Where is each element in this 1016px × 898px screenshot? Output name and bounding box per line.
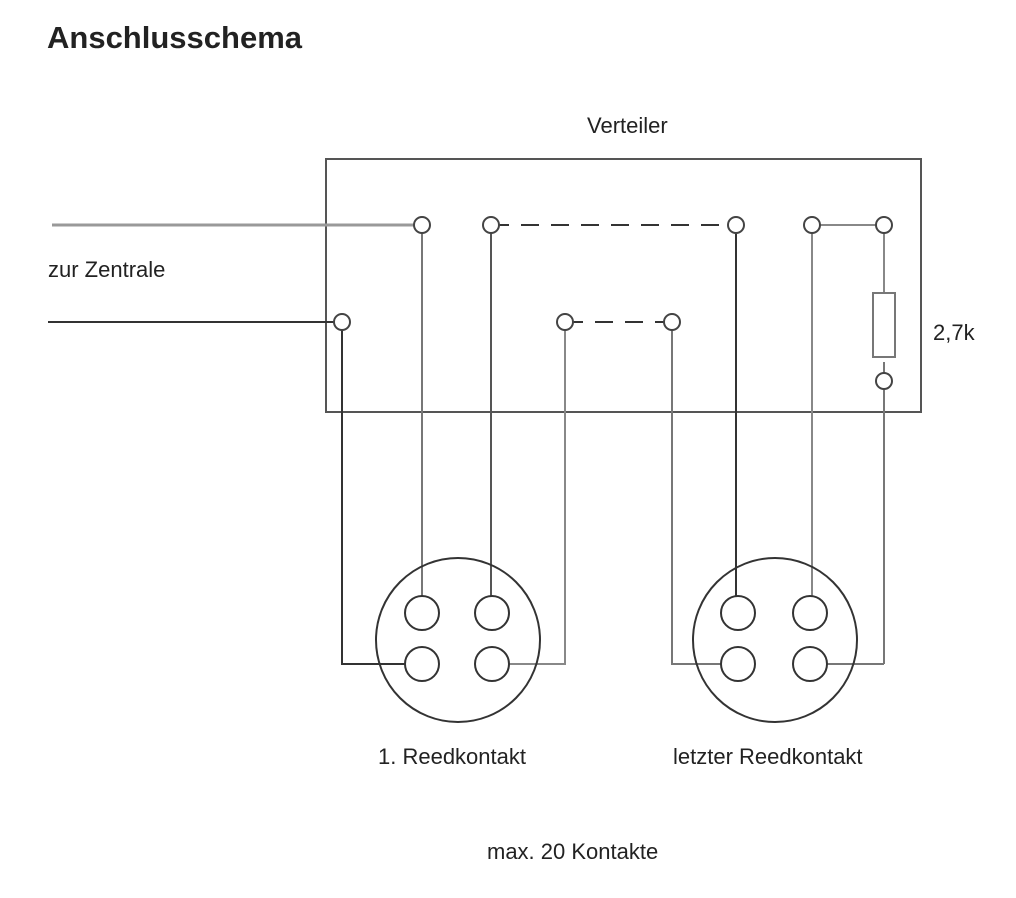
terminal: [803, 216, 821, 234]
to-central-label: zur Zentrale: [48, 257, 166, 282]
distributor-box: [325, 158, 922, 413]
connector-pin: [474, 595, 510, 631]
connector-pin: [720, 646, 756, 682]
connector-pin: [720, 595, 756, 631]
connector-pin: [792, 646, 828, 682]
connector-pin: [404, 646, 440, 682]
last-contact-label: letzter Reedkontakt: [673, 744, 863, 769]
max-contacts-label: max. 20 Kontakte: [487, 839, 659, 864]
terminal: [413, 216, 431, 234]
terminals: [333, 216, 893, 390]
terminal: [333, 313, 351, 331]
terminal: [875, 372, 893, 390]
distributor-label: Verteiler: [587, 113, 668, 138]
terminal: [875, 216, 893, 234]
last-reed-contact: [692, 557, 858, 723]
terminal: [556, 313, 574, 331]
resistor: [872, 292, 896, 358]
terminal: [663, 313, 681, 331]
resistor-label: 2,7k: [933, 320, 975, 345]
terminal: [727, 216, 745, 234]
connector-pin: [792, 595, 828, 631]
wire: [671, 322, 721, 665]
terminal: [482, 216, 500, 234]
connector-pin: [474, 646, 510, 682]
connector-housing: [375, 557, 541, 723]
page-title: Anschlusschema: [47, 20, 302, 55]
first-reed-contact: [375, 557, 541, 723]
first-contact-label: 1. Reedkontakt: [378, 744, 526, 769]
connector-housing: [692, 557, 858, 723]
connector-pin: [404, 595, 440, 631]
wire: [341, 322, 405, 665]
wire: [508, 322, 566, 665]
